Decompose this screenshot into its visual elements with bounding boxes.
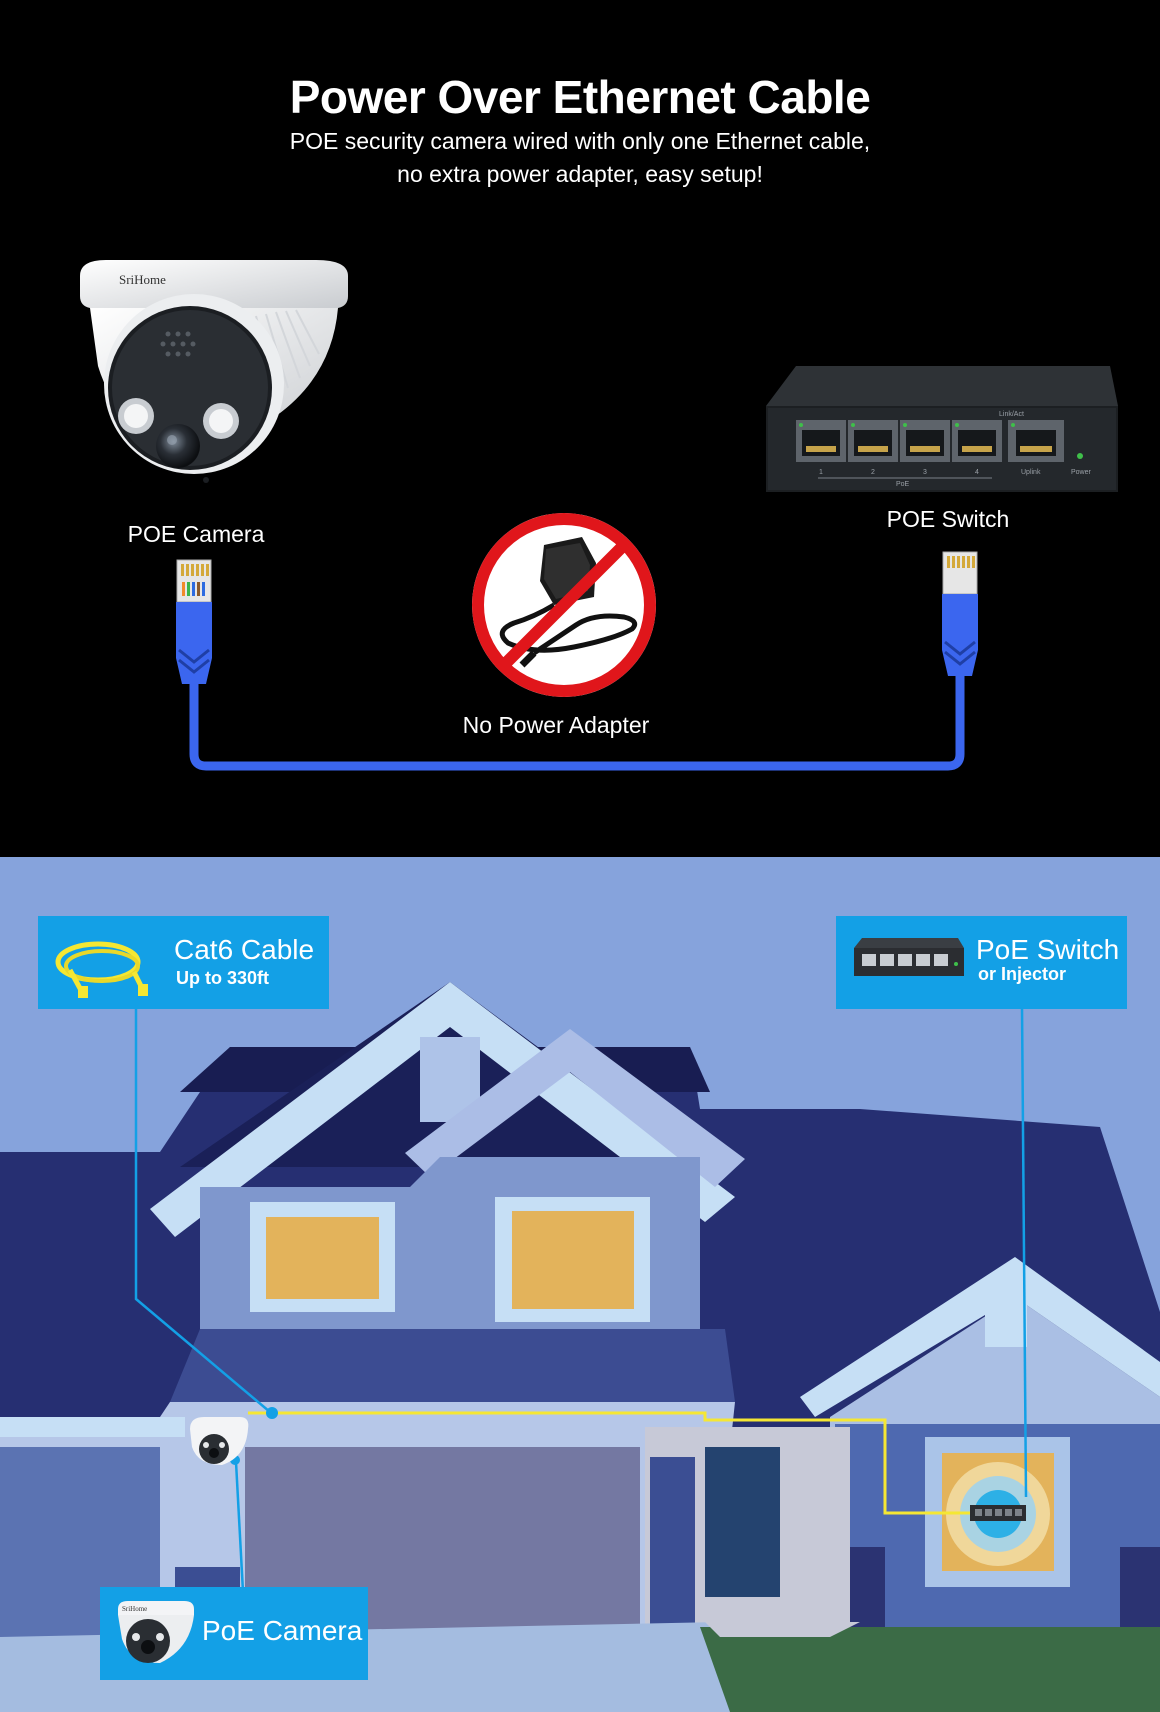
switch-label: POE Switch — [886, 506, 1010, 532]
camera-brand-text: SriHome — [119, 272, 166, 287]
cable-callout-subtitle: Up to 330ft — [176, 968, 270, 988]
camera-callout-brand: SriHome — [122, 1605, 147, 1613]
subtitle-line-1: POE security camera wired with only one … — [289, 128, 871, 154]
camera-label: POE Camera — [127, 521, 265, 547]
cable-callout-title: Cat6 Cable — [174, 934, 315, 965]
switch-uplink-text: Uplink — [1021, 469, 1041, 476]
poe-switch-image: Link/Act 1 2 3 4 PoE Uplink Power — [766, 366, 1118, 492]
switch-port-4-text: 4 — [975, 469, 979, 476]
no-power-adapter-icon — [472, 513, 656, 697]
subtitle-line-2: no extra power adapter, easy setup! — [397, 161, 763, 187]
switch-power-text: Power — [1071, 469, 1092, 476]
house-installation-section: Cat6 Cable Up to 330ft PoE Switch or Inj… — [0, 857, 1160, 1712]
poe-switch-icon — [854, 938, 964, 976]
switch-link-text: Link/Act — [999, 411, 1024, 418]
switch-poe-text: PoE — [896, 481, 910, 488]
switch-port-2-text: 2 — [871, 469, 875, 476]
switch-port-3-text: 3 — [923, 469, 927, 476]
poe-switch-callout: PoE Switch or Injector — [836, 916, 1127, 1009]
cat6-cable-callout: Cat6 Cable Up to 330ft — [38, 916, 329, 1009]
poe-camera-callout: SriHome PoE Camera — [100, 1587, 368, 1680]
poe-diagram-section: Power Over Ethernet Cable POE security c… — [80, 71, 1118, 771]
dome-camera-image: SriHome — [80, 260, 348, 483]
no-adapter-label: No Power Adapter — [462, 712, 650, 738]
switch-callout-title: PoE Switch — [976, 934, 1120, 965]
page-title: Power Over Ethernet Cable — [289, 71, 871, 123]
camera-callout-title: PoE Camera — [202, 1615, 363, 1646]
dome-camera-icon: SriHome — [118, 1601, 194, 1663]
left-rj45-plug — [176, 559, 212, 684]
cable-coil-icon — [55, 941, 148, 998]
switch-callout-subtitle: or Injector — [978, 964, 1067, 984]
house-illustration — [0, 982, 1160, 1712]
right-rj45-plug — [942, 551, 978, 676]
switch-port-1-text: 1 — [819, 469, 823, 476]
ethernet-cable-graphic — [176, 551, 978, 771]
